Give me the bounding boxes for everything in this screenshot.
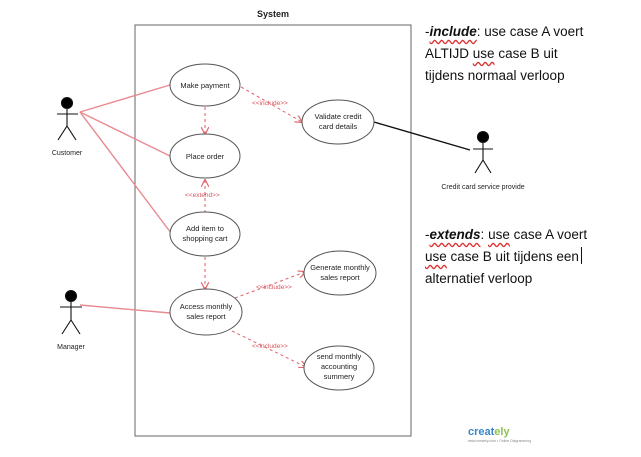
note-include-line-3: tijdens normaal verloop xyxy=(425,68,565,83)
use-case-access-report[interactable]: Access monthly sales report xyxy=(169,288,243,336)
use-case-label: Make payment xyxy=(180,81,230,90)
use-case-add-item[interactable]: Add item to shopping cart xyxy=(169,211,241,257)
use-case-label: card details xyxy=(319,122,358,131)
actor-leg-left xyxy=(57,125,68,141)
note-colon: : xyxy=(476,24,481,39)
note-extends-line-1: -extends: use case A voert xyxy=(425,224,587,246)
creately-logo-text: creat xyxy=(468,426,495,438)
association-manager-access-report xyxy=(79,304,171,314)
system-title: System xyxy=(257,9,289,19)
actor-manager-label: Manager xyxy=(57,344,85,351)
creately-logo: creately xyxy=(468,426,510,438)
note-dash: - xyxy=(425,227,430,242)
association-lines xyxy=(79,84,175,314)
actor-head xyxy=(64,289,78,303)
actor-leg-right xyxy=(70,319,81,335)
include-label-validate: <<include>> xyxy=(252,100,288,107)
use-case-label: Add item to xyxy=(186,224,224,233)
note-include-line-1: -include: use case A voert xyxy=(425,21,583,43)
use-case-label: shopping cart xyxy=(182,234,228,243)
note-dash: - xyxy=(425,24,430,39)
dependency-lines xyxy=(205,83,306,367)
include-label-send: <<include>> xyxy=(252,343,288,350)
note-include-line-2: ALTIJD use case B uit xyxy=(425,43,583,65)
note-keyword-include: include xyxy=(429,24,477,39)
note-colon: : xyxy=(480,227,485,242)
actor-customer[interactable] xyxy=(57,96,78,141)
note-extends: -extends: use case A voert use case B ui… xyxy=(425,224,587,290)
creately-tagline: www.creately.com • Online Diagramming xyxy=(468,439,532,443)
use-case-label: sales report xyxy=(320,273,360,282)
actor-manager[interactable] xyxy=(60,289,82,335)
text-cursor xyxy=(580,247,582,264)
association-customer-place-order xyxy=(79,111,171,157)
include-access-send xyxy=(231,330,306,367)
note-text: ALTIJD xyxy=(425,46,470,61)
use-case-place-order[interactable]: Place order xyxy=(169,133,241,179)
use-case-label: Place order xyxy=(186,152,225,161)
creately-watermark: creately www.creately.com • Online Diagr… xyxy=(468,422,531,443)
actor-head xyxy=(60,96,74,110)
include-make-payment-validate xyxy=(235,83,302,122)
use-case-label: send monthly xyxy=(317,352,362,361)
note-text: use case A voert xyxy=(480,24,584,39)
actor-head xyxy=(476,130,490,144)
include-access-generate xyxy=(234,272,305,299)
use-case-label: summery xyxy=(324,372,355,381)
note-include: -include: use case A voert ALTIJD use ca… xyxy=(425,21,583,87)
actor-credit-service[interactable] xyxy=(473,130,493,174)
actor-leg-right xyxy=(66,125,77,141)
use-case-label: Access monthly xyxy=(180,302,233,311)
note-text: case A voert xyxy=(509,227,588,242)
association-customer-add-item xyxy=(79,111,175,238)
use-case-generate-report[interactable]: Generate monthly sales report xyxy=(303,250,377,296)
use-case-label: Generate monthly xyxy=(310,263,370,272)
use-case-send-accounting[interactable]: send monthly accounting summery xyxy=(303,345,375,391)
use-case-validate-card[interactable]: Validate credit card details xyxy=(301,99,375,145)
note-text-squiggle: use xyxy=(472,46,495,61)
use-case-label: accounting xyxy=(321,362,357,371)
association-credit-service-validate xyxy=(373,121,471,151)
actor-customer-label: Customer xyxy=(52,150,83,157)
note-extends-line-2: use case B uit tijdens een xyxy=(425,246,587,268)
use-case-label: sales report xyxy=(186,312,226,321)
include-label-generate: <<include>> xyxy=(256,284,292,291)
actor-leg-right xyxy=(482,159,492,174)
note-keyword-extends: extends xyxy=(429,227,481,242)
creately-logo-tail: ely xyxy=(494,426,510,438)
association-customer-make-payment xyxy=(79,84,171,113)
actor-credit-service-label: Credit card service provide xyxy=(441,184,524,191)
use-case-label: Validate credit xyxy=(315,112,363,121)
actor-leg-left xyxy=(61,319,72,335)
note-text-squiggle: use xyxy=(488,227,510,242)
use-case-make-payment[interactable]: Make payment xyxy=(169,63,241,107)
note-extends-line-3: alternatief verloop xyxy=(425,271,533,286)
actor-leg-left xyxy=(474,159,484,174)
note-text: case B uit tijdens een xyxy=(446,249,579,264)
extend-label-add-item: <<extend>> xyxy=(185,192,220,199)
note-text: case B uit xyxy=(494,46,558,61)
note-text-squiggle: use xyxy=(425,249,447,264)
